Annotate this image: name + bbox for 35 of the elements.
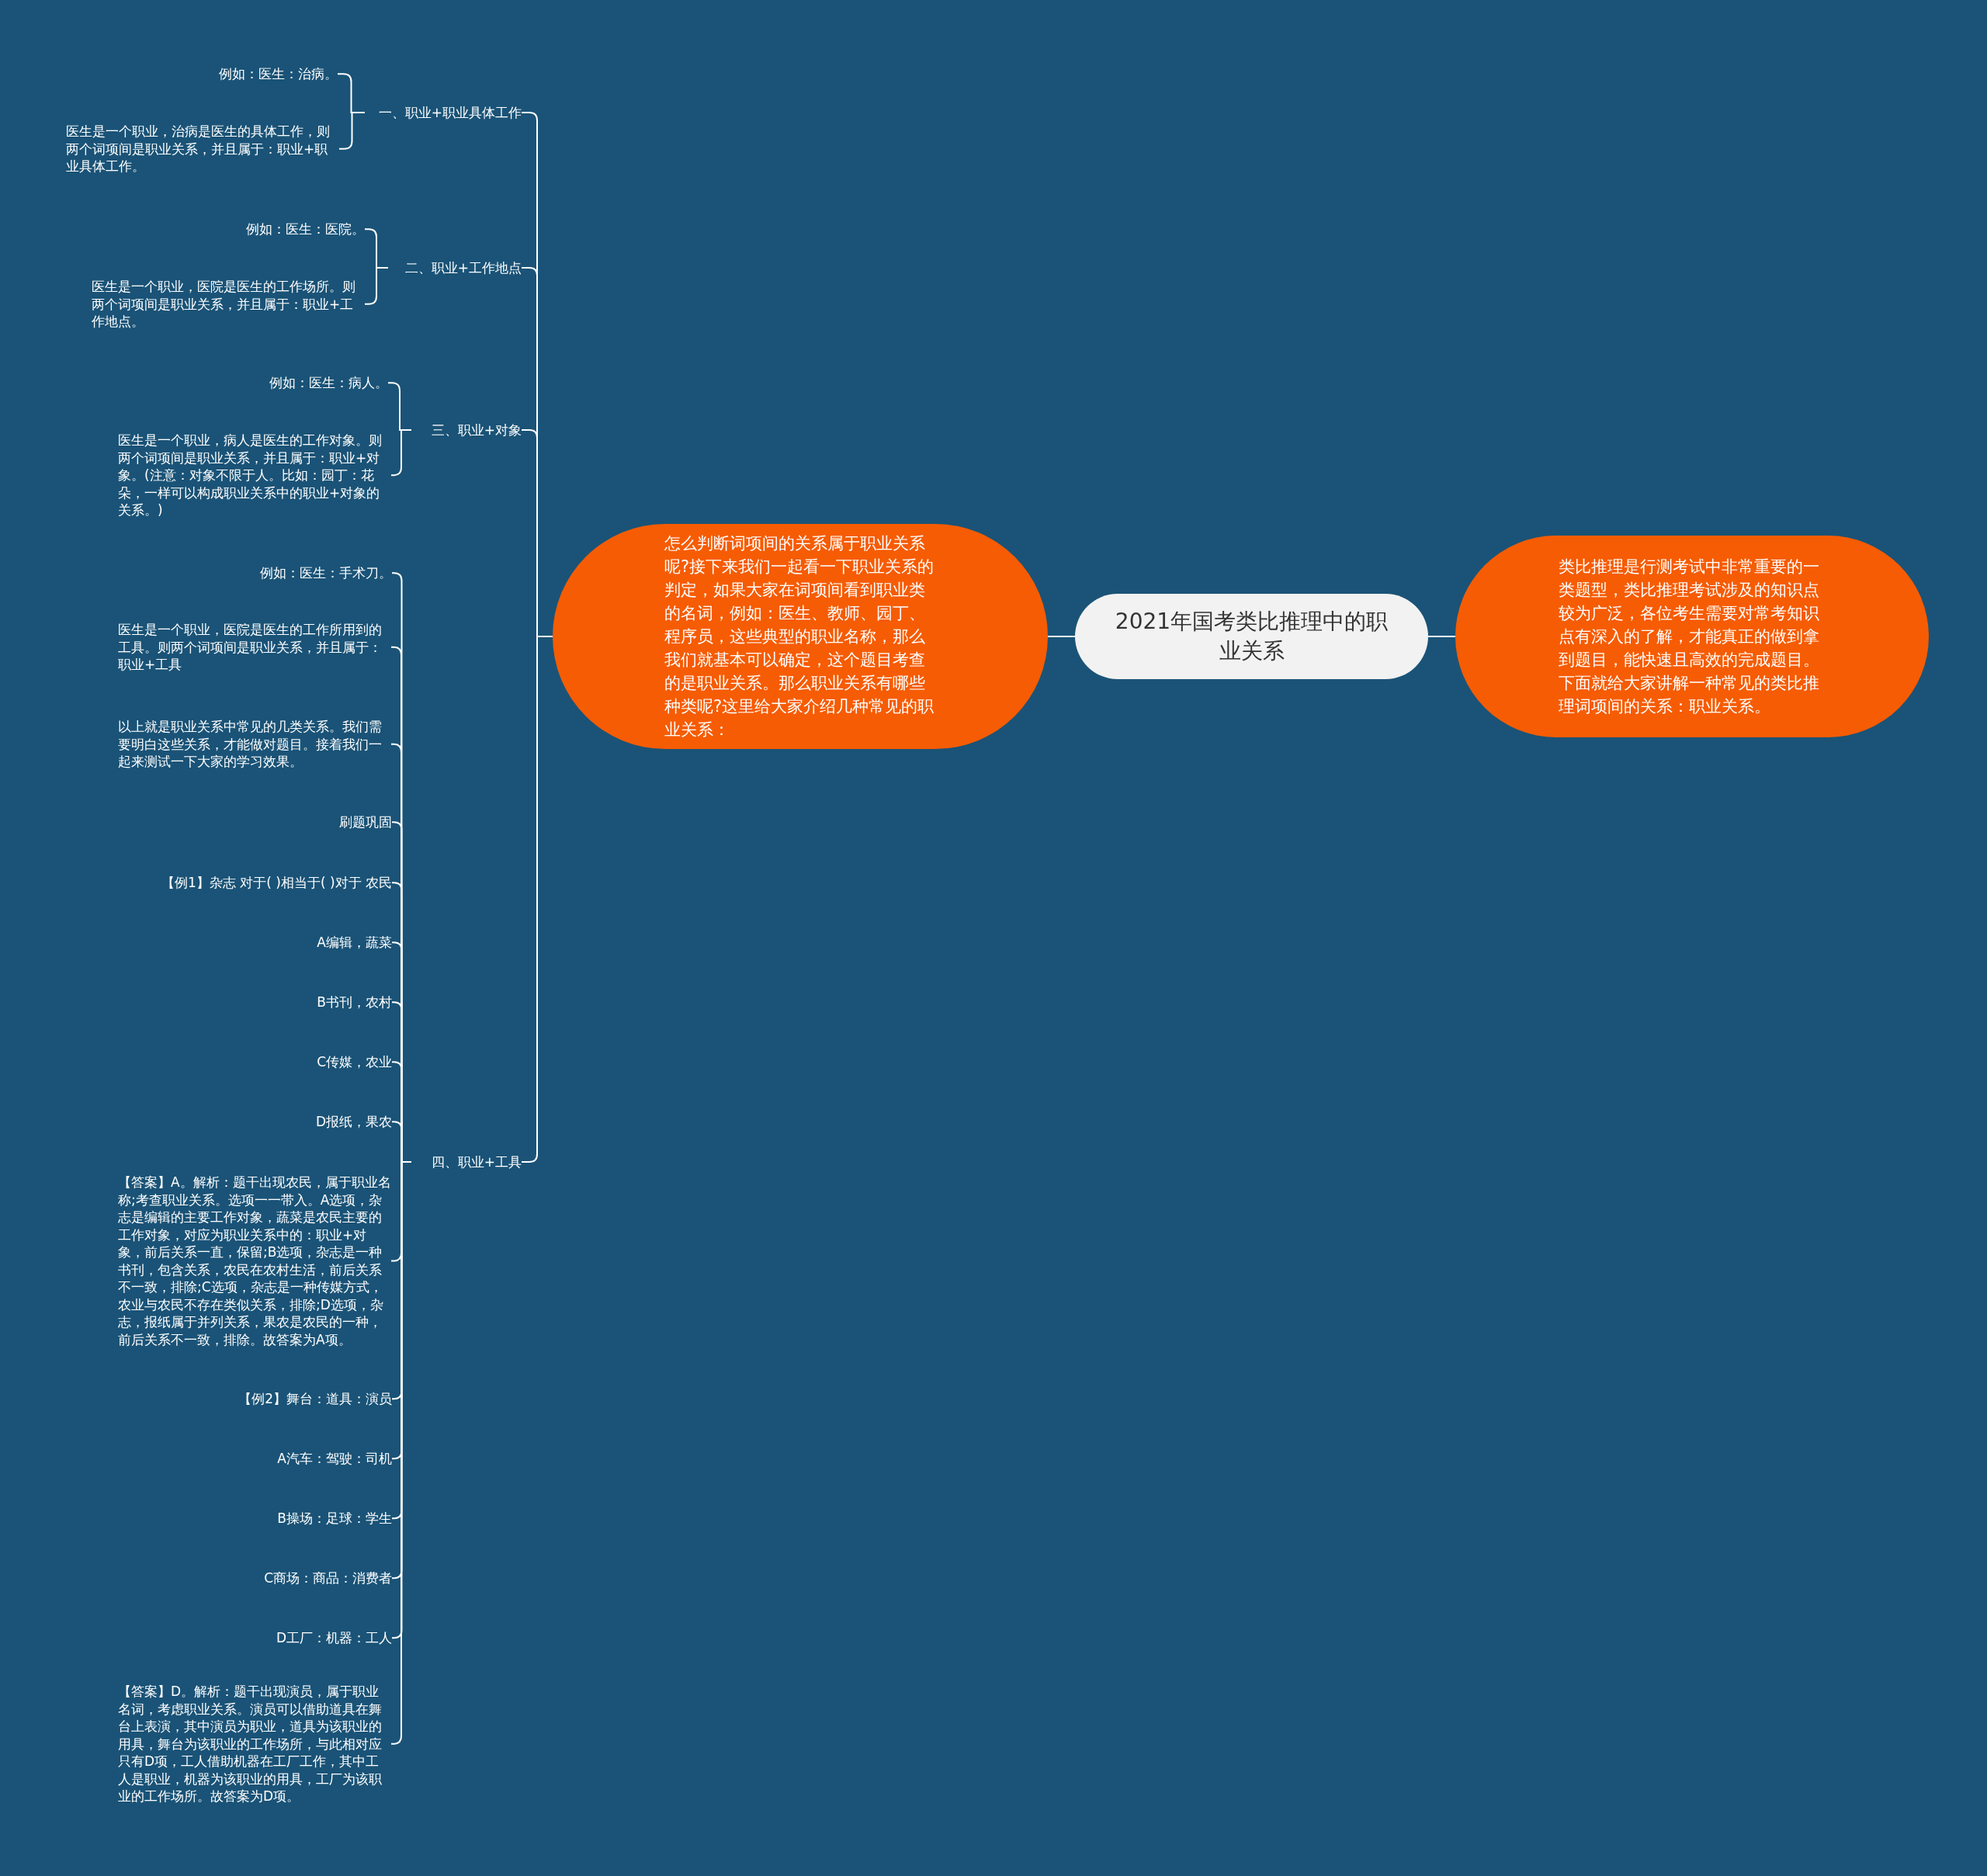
leaf-label: 例如：医生：医院。 xyxy=(210,220,365,238)
connector-line xyxy=(364,267,389,305)
leaf-label: 刷题巩固 xyxy=(194,813,392,831)
leaf-label: 【例2】舞台：道具：演员 xyxy=(155,1390,392,1408)
connector-line xyxy=(1047,636,1076,637)
note-paragraph: 医生是一个职业，病人是医生的工作对象。则两个词项间是职业关系，并且属于：职业+对象。(注意：对象不限于人。比如：园丁：花朵，一样可以构成职业关系中的职业+对象的关系。) xyxy=(118,432,391,519)
connector-line xyxy=(390,429,412,477)
leaf-label: A编辑，蔬菜 xyxy=(194,934,392,952)
note-paragraph: 医生是一个职业，治病是医生的具体工作，则两个词项间是职业关系，并且属于：职业+职业具体工作。 xyxy=(66,123,339,175)
topic-text: 怎么判断词项间的关系属于职业关系呢?接下来我们一起看一下职业关系的判定，如果大家在词项间看到职业类的名词，例如：医生、教师、园丁、程序员，这些典型的职业名称，那么我们就基本可以确定，这个题目考查的是职业关系。那么职业关系有哪些种类呢?这里给大家介绍几种常见的职业关系： xyxy=(664,533,935,740)
leaf-label: 【例1】杂志 对于( )相当于( )对于 农民 xyxy=(116,874,392,892)
leaf-label: 例如：医生：病人。 xyxy=(233,374,388,392)
leaf-label: B书刊，农村 xyxy=(194,993,392,1011)
connector-line xyxy=(390,1161,412,1745)
leaf-label: A汽车：驾驶：司机 xyxy=(155,1450,392,1468)
branch-label: 三、职业+对象 xyxy=(411,421,522,439)
connector-line xyxy=(1427,636,1456,637)
note-paragraph: 医生是一个职业，医院是医生的工作场所。则两个词项间是职业关系，并且属于：职业+工作地点。 xyxy=(92,278,365,331)
topic-text: 类比推理是行测考试中非常重要的一类题型，类比推理考试涉及的知识点较为广泛，各位考生需要对常考知识点有深入的了解，才能真正的做到拿到题目，能快速且高效的完成题目。下面就给大家讲解一种常见的类比推理词项间的关系：职业关系。 xyxy=(1558,557,1820,717)
branch-label: 一、职业+职业具体工作 xyxy=(365,104,522,121)
note-paragraph: 以上就是职业关系中常见的几类关系。我们需要明白这些关系，才能做对题目。接着我们一起来测试一下大家的学习效果。 xyxy=(118,718,391,771)
note-paragraph: 【答案】D。解析：题干出现演员，属于职业名词，考虑职业关系。演员可以借助道具在舞台上表演，其中演员为职业，道具为该职业的用具，舞台为该职业的工作场所，与此相对应只有D项，工人借助机器在工厂工作，其中工人是职业，机器为该职业的用具，工厂为该职业的工作场所。故答案为D项。 xyxy=(118,1683,391,1805)
leaf-label: C传媒，农业 xyxy=(194,1053,392,1071)
leaf-label: 例如：医生：手术刀。 xyxy=(194,564,392,582)
central-topic-text: 2021年国考类比推理中的职业关系 xyxy=(1114,608,1389,665)
note-paragraph: 【答案】A。解析：题干出现农民，属于职业名称;考查职业关系。选项一一带入。A选项，杂志是编辑的主要工作对象，蔬菜是农民主要的工作对象，对应为职业关系中的：职业+对象，前后关系一直，保留;B选项，杂志是一种书刊，包含关系，农民在农村生活，前后关系不一致，排除;C选项，杂志是一种传媒方式，农业与农民不存在类似关系，排除;D选项，杂志，报纸属于并列关系，果农是农民的一种，前后关系不一致，排除。故答案为A项。 xyxy=(118,1174,391,1348)
note-paragraph: 医生是一个职业，医院是医生的工作所用到的工具。则两个词项间是职业关系，并且属于：职业+工具 xyxy=(118,621,391,674)
leaf-label: D报纸，果农 xyxy=(194,1113,392,1131)
leaf-label: C商场：商品：消费者 xyxy=(155,1569,392,1587)
leaf-label: 例如：医生：治病。 xyxy=(182,65,338,83)
branch-label: 二、职业+工作地点 xyxy=(388,259,522,276)
leaf-label: B操场：足球：学生 xyxy=(155,1510,392,1528)
branch-label: 四、职业+工具 xyxy=(411,1153,522,1170)
leaf-label: D工厂：机器：工人 xyxy=(155,1629,392,1647)
connector-line xyxy=(338,112,366,150)
